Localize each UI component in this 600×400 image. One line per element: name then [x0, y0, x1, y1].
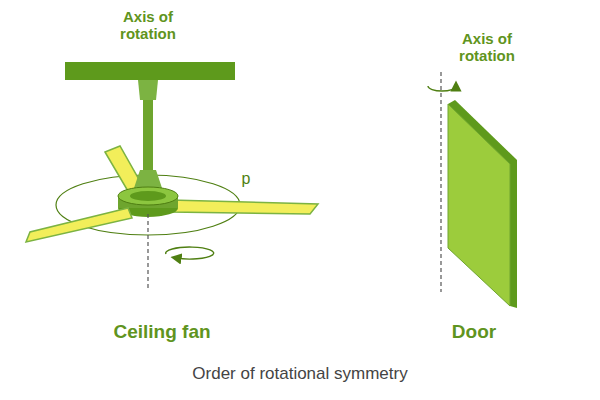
- axis-label: Axis of rotation: [442, 30, 532, 65]
- axis-label: Axis of rotation: [103, 8, 193, 43]
- rotation-arrow: [428, 86, 456, 91]
- axis-line: [440, 72, 441, 292]
- figure-label: Ceiling fan: [82, 321, 242, 343]
- downrod: [143, 100, 153, 180]
- door-edge: [448, 100, 517, 308]
- motor-cover: [134, 170, 162, 188]
- axis-line: [147, 214, 148, 288]
- hub-inner: [130, 191, 166, 201]
- figure-label: Door: [424, 321, 524, 343]
- rod-mount: [138, 80, 158, 100]
- door: [428, 72, 517, 308]
- hub-top: [118, 187, 178, 205]
- fan-blade: [26, 208, 132, 242]
- fan-blade: [170, 200, 318, 214]
- caption: Order of rotational symmetry: [100, 364, 500, 384]
- point-label: p: [236, 170, 256, 188]
- ceiling-plate: [65, 62, 235, 80]
- ceiling-fan: [26, 62, 318, 288]
- rotation-arrow: [166, 247, 214, 259]
- door-face: [448, 104, 510, 306]
